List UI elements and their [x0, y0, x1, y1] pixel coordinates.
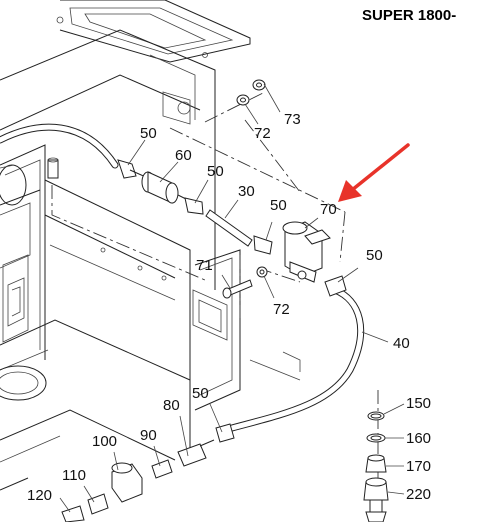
label-170: 170 [406, 458, 431, 475]
label-40: 40 [393, 335, 410, 352]
label-72: 72 [273, 301, 290, 318]
label-70: 70 [320, 201, 337, 218]
label-60: 60 [175, 147, 192, 164]
label-160: 160 [406, 430, 431, 447]
fitting-220 [363, 477, 389, 522]
label-120: 120 [27, 487, 52, 504]
nut-170 [365, 454, 387, 473]
fitting-110 [87, 493, 109, 515]
clamp-50-third [253, 235, 273, 255]
valve-100 [111, 462, 143, 503]
label-110: 110 [62, 467, 86, 484]
label-71: 71 [196, 257, 213, 274]
label-50: 50 [192, 385, 209, 402]
label-100: 100 [92, 433, 117, 450]
label-73: 73 [284, 111, 301, 128]
label-90: 90 [140, 427, 157, 444]
label-30: 30 [238, 183, 255, 200]
hoses [0, 123, 365, 432]
label-220: 220 [406, 486, 431, 503]
chassis-frame [0, 0, 301, 491]
label-50: 50 [140, 125, 157, 142]
label-50: 50 [270, 197, 287, 214]
fuel-pump-70 [282, 221, 331, 283]
clamp-50-right [324, 275, 347, 297]
nipple-90 [151, 459, 173, 479]
label-50: 50 [207, 163, 224, 180]
bolt-71 [222, 279, 253, 299]
model-title: SUPER 1800- [362, 7, 456, 24]
label-50: 50 [366, 247, 383, 264]
part-labels: 73 72 50 60 50 30 50 70 50 71 72 40 50 8… [27, 111, 431, 504]
fitting-120 [61, 505, 85, 522]
leader-lines [59, 83, 405, 513]
fitting-80 [177, 439, 215, 467]
highlight-arrow [338, 143, 410, 202]
label-80: 80 [163, 397, 180, 414]
parts [61, 79, 389, 522]
label-150: 150 [406, 395, 431, 412]
clamp-50-left [117, 159, 137, 179]
fuel-filter-60 [129, 169, 193, 204]
clamp-50-second [184, 197, 204, 215]
tube-30 [205, 209, 253, 247]
label-72: 72 [254, 125, 271, 142]
